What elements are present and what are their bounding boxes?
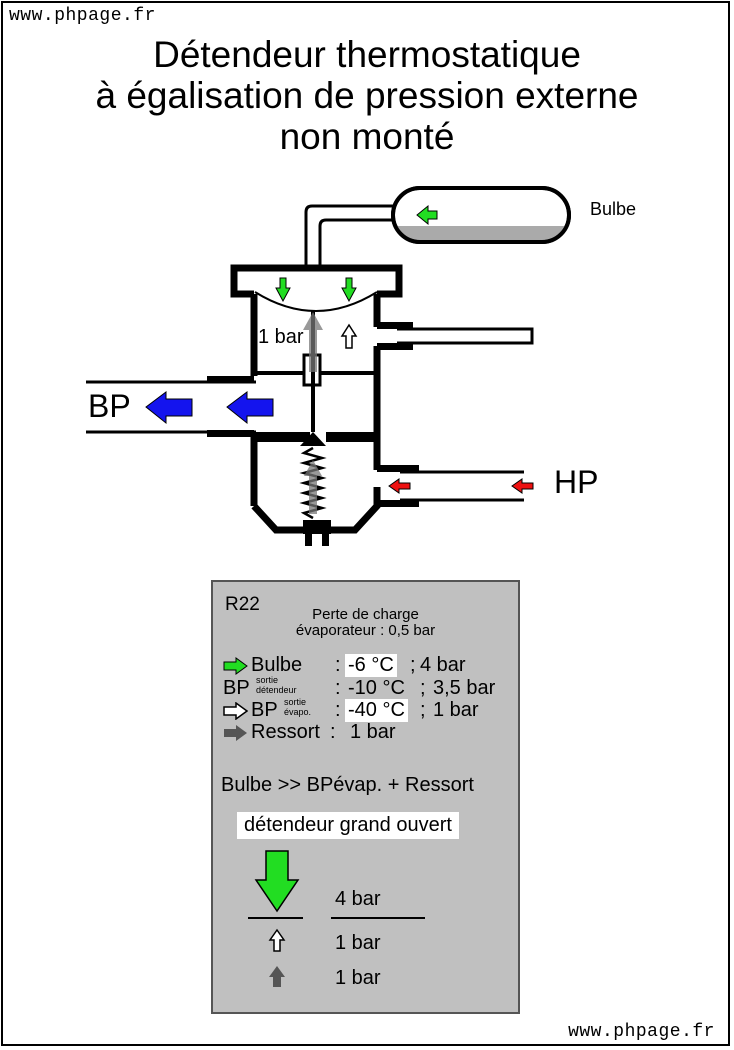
row-bulb-temp: -6 °C [345, 654, 397, 677]
bp-flow-arrow-right [226, 391, 274, 425]
row-bp-valve-outlet-pressure: 3,5 bar [433, 677, 496, 699]
balance-white-arrow [268, 928, 286, 952]
valve-needle [300, 432, 326, 446]
balance-gray-arrow [269, 966, 285, 987]
pressure-loss-line-2: évaporateur : 0,5 bar [295, 622, 436, 639]
capillary-tube [304, 204, 395, 268]
balance-spring-value: 1 bar [335, 967, 381, 989]
valve-status: détendeur grand ouvert [237, 812, 459, 839]
row-bp-evap-outlet-sep2: ; [420, 699, 426, 721]
page-title: Détendeur thermostatique à égalisation d… [0, 34, 734, 157]
bulb-pressure-arrow-in-bulb [416, 204, 438, 226]
bulb-label: Bulbe [590, 199, 637, 219]
row-bp-valve-outlet-sup-top: sortie [256, 675, 279, 685]
row-spring-pressure: 1 bar [350, 721, 396, 743]
row-spring-name: Ressort [251, 721, 320, 743]
bulb [391, 186, 571, 244]
bp-flow-arrow-left [145, 391, 193, 425]
white-arrow-icon [223, 702, 248, 720]
gray-arrow-icon [224, 725, 247, 741]
row-bp-evap-outlet-temp: -40 °C [345, 699, 408, 722]
spring-pressure-label: 1 bar [258, 326, 304, 348]
hp-inlet-pipe [377, 465, 524, 507]
row-spring-sep: : [330, 721, 336, 743]
bulb-pressure-arrow-right [341, 277, 357, 303]
watermark-bottom: www.phpage.fr [565, 1022, 718, 1042]
balance-bulb-value: 4 bar [335, 888, 381, 910]
row-bulb-name: Bulbe [251, 654, 303, 676]
valve-body [230, 264, 403, 534]
balance-green-arrow [254, 850, 300, 913]
row-bulb-sep2: ; [410, 654, 416, 676]
title-line-1: Détendeur thermostatique [153, 34, 581, 75]
row-bp-evap-outlet-name: BP [251, 699, 278, 721]
row-bulb-pressure: 4 bar [420, 654, 466, 676]
row-bulb-sep: : [335, 654, 341, 676]
row-bp-valve-outlet-sep2: ; [420, 677, 426, 699]
spring-force-arrow-lower [304, 460, 322, 514]
low-pressure-label: BP [88, 388, 131, 424]
bulb-liquid [397, 226, 565, 241]
title-line-3: non monté [279, 116, 455, 157]
row-bp-valve-outlet-name: BP [223, 677, 250, 699]
row-bp-valve-outlet-sep: : [335, 677, 341, 699]
refrigerant-label: R22 [225, 594, 260, 615]
row-bp-evap-outlet-pressure: 1 bar [433, 699, 479, 721]
hp-flow-arrow-left [388, 478, 411, 494]
valve-diagram [86, 186, 571, 546]
info-panel: R22 Perte de charge évaporateur : 0,5 ba… [211, 580, 520, 1014]
watermark-top: www.phpage.fr [6, 6, 159, 26]
row-bp-evap-outlet-sup-bottom: évapo. [284, 707, 312, 717]
hp-flow-arrow-right [511, 478, 534, 494]
bp-outlet-pipe [86, 376, 256, 437]
diaphragm [254, 291, 378, 312]
row-bp-evap-outlet-sep: : [335, 699, 341, 721]
pressure-formula: Bulbe >> BPévap. + Ressort [221, 774, 474, 796]
row-bp-evap-outlet-sup-top: sortie [284, 697, 307, 707]
adjusting-screw [303, 520, 331, 546]
pressure-loss-line-1: Perte de charge [312, 606, 419, 623]
balance-bp-value: 1 bar [335, 932, 381, 954]
equalizer-connection [377, 322, 534, 350]
spring-force-arrow-upper [303, 312, 323, 372]
bulb-pressure-arrow-left [275, 277, 291, 303]
green-arrow-icon [223, 657, 248, 675]
title-line-2: à égalisation de pression externe [95, 75, 639, 116]
row-bp-valve-outlet-temp: -10 °C [348, 677, 405, 699]
valve-seat [254, 432, 377, 442]
evaporator-pressure-arrow [340, 323, 358, 349]
row-bp-valve-outlet-sup-bottom: détendeur [256, 685, 297, 695]
pressure-balance [248, 850, 425, 987]
high-pressure-label: HP [554, 464, 599, 500]
